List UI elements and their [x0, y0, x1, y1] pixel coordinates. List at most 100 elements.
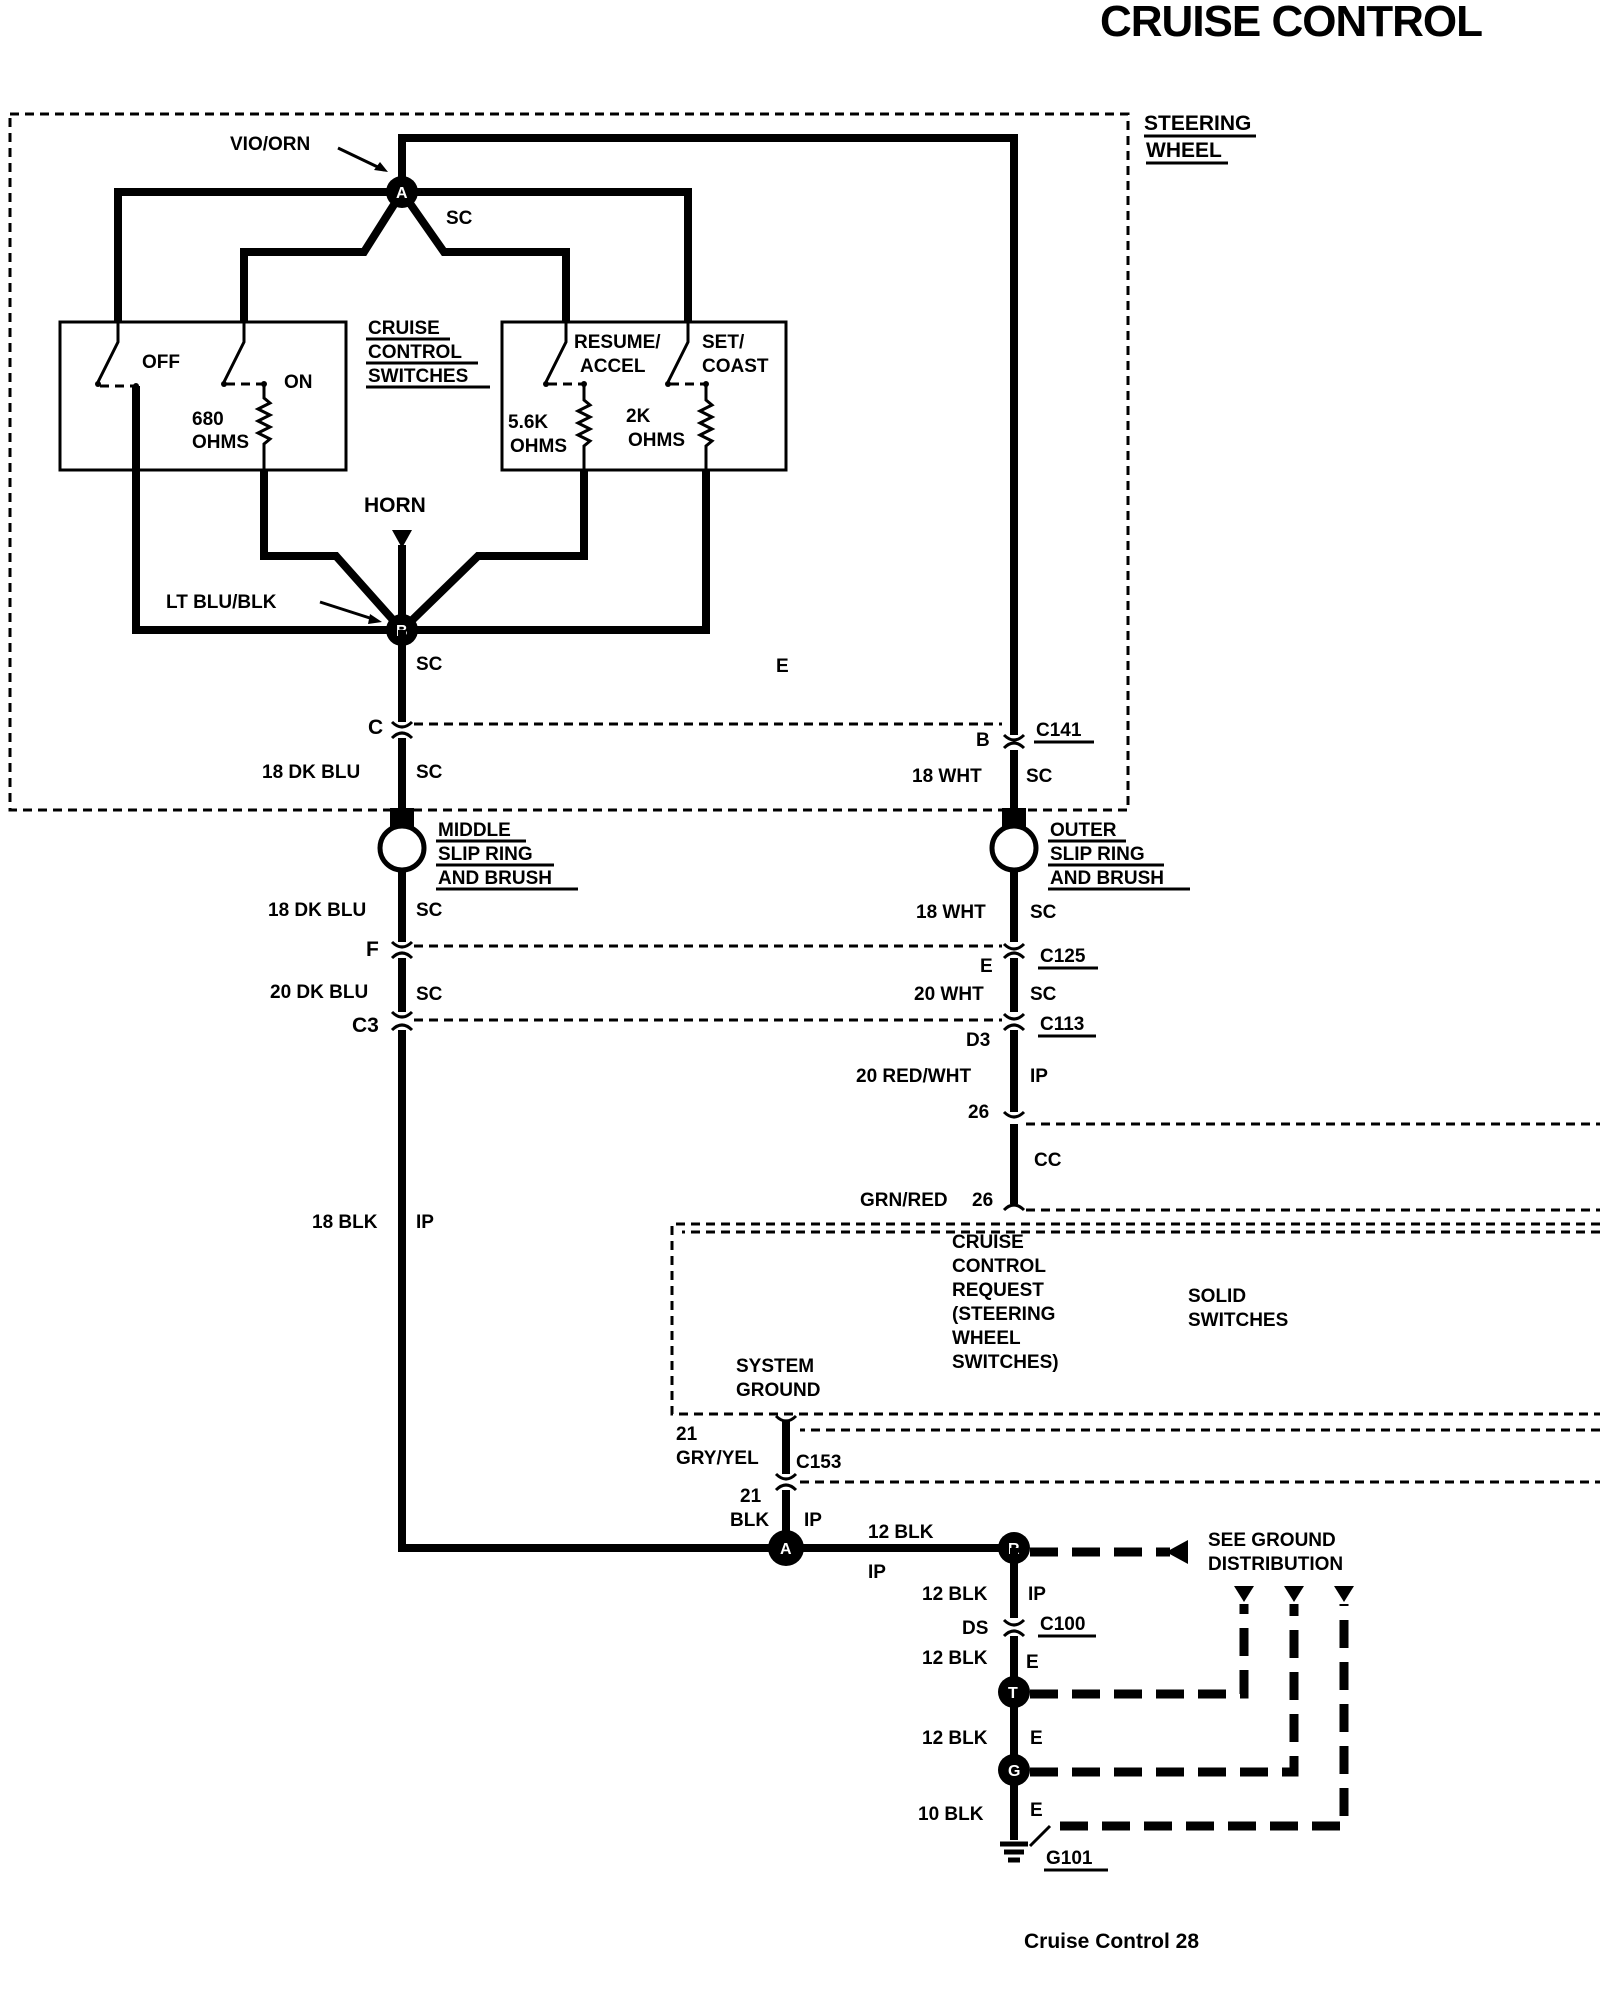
- wire-sc-label: SC: [416, 984, 443, 1005]
- connector-c-label: C: [368, 716, 383, 739]
- switch-set-contact: [665, 381, 671, 387]
- module-request-6: SWITCHES): [952, 1352, 1059, 1373]
- ground-arrow-icon: [1284, 1586, 1304, 1602]
- module-request-2: CONTROL: [952, 1256, 1046, 1277]
- resistor-5-6k-label-2: OHMS: [510, 436, 567, 457]
- wire-18-blk-label: 18 BLK: [312, 1212, 378, 1233]
- cruise-switches-label-2: CONTROL: [368, 342, 462, 363]
- wire-sc-label: SC: [416, 654, 443, 675]
- ground-dist-e: [1060, 1604, 1349, 1831]
- svg-text:G: G: [1008, 1763, 1020, 1780]
- steering-wheel-boundary: [8, 112, 1130, 812]
- cruise-switches-label-1: CRUISE: [368, 318, 440, 339]
- wire-blk21-num: 21: [740, 1486, 762, 1507]
- middle-slip-ring-label-2: SLIP RING: [438, 844, 533, 865]
- ground-dist-e-lead: [1028, 1824, 1052, 1848]
- wire-a-right-inner: [398, 189, 570, 322]
- wire-20-wht-label: 20 WHT: [914, 984, 984, 1005]
- cruise-switches-label-3: SWITCHES: [368, 366, 468, 387]
- wire-cc-label: CC: [1034, 1150, 1062, 1171]
- wire-sc-label: SC: [1030, 902, 1057, 923]
- connector-26-mark: [1002, 1110, 1026, 1119]
- wire-12-blk-label: 12 BLK: [922, 1584, 988, 1605]
- switch-box-right: [500, 320, 788, 472]
- connector-c3-mark: [390, 1010, 414, 1032]
- switch-resume-label-1: RESUME/: [574, 332, 661, 353]
- resistor-2k-label-2: OHMS: [628, 430, 685, 451]
- wire-12-blk-label: 12 BLK: [868, 1522, 934, 1543]
- outer-slip-ring-label-3: AND BRUSH: [1050, 868, 1164, 889]
- wire-18-wht-label: 18 WHT: [912, 766, 982, 787]
- connector-d3-mark: [1002, 1012, 1026, 1032]
- node-a-top: A: [386, 176, 418, 208]
- wire-gry-yel-num: 21: [676, 1424, 698, 1445]
- connector-c3-label: C3: [352, 1014, 379, 1037]
- switch-box-left: [58, 320, 348, 472]
- wire-a-left-outer: [114, 188, 402, 322]
- connector-c-mark: [390, 720, 414, 740]
- wire-a-left-inner: [240, 189, 406, 322]
- wire-20-red-wht-label: 20 RED/WHT: [856, 1066, 971, 1087]
- wire-vio-orn-outer: [398, 134, 1018, 735]
- connector-pin26b-label: 26: [972, 1190, 993, 1211]
- module-request-4: (STEERING: [952, 1304, 1055, 1325]
- steering-wheel-label-2: WHEEL: [1146, 139, 1222, 162]
- switch-on-label: ON: [284, 372, 313, 393]
- wire-18-dk-blu-label: 18 DK BLU: [262, 762, 360, 783]
- page-title: CRUISE CONTROL: [1100, 0, 1482, 46]
- arrow-head: [374, 162, 388, 172]
- connector-f-label: F: [366, 938, 379, 961]
- wire-e-label: E: [1030, 1800, 1043, 1821]
- module-solid-1: SOLID: [1188, 1286, 1246, 1307]
- wire-sc-label: SC: [1030, 984, 1057, 1005]
- wire-10-blk-label: 10 BLK: [918, 1804, 984, 1825]
- switch-set-blade: [666, 322, 690, 383]
- switch-on-blade: [222, 322, 246, 383]
- wire-e-label: E: [1030, 1728, 1043, 1749]
- see-ground-label-1: SEE GROUND: [1208, 1530, 1336, 1551]
- resistor-5-6k-label-1: 5.6K: [508, 412, 548, 433]
- wire-56k-to-b: [399, 470, 588, 633]
- middle-slip-ring-label-1: MIDDLE: [438, 820, 511, 841]
- connector-c153-label: C153: [796, 1452, 841, 1473]
- wire-20-dk-blu-label: 20 DK BLU: [270, 982, 368, 1003]
- arrow-head: [368, 614, 382, 624]
- module-request-5: WHEEL: [952, 1328, 1021, 1349]
- wire-sc-label: SC: [416, 900, 443, 921]
- wire-lt-blu-blk-label: LT BLU/BLK: [166, 592, 277, 613]
- connector-e-label: E: [980, 956, 993, 977]
- wire-left-trunk-5: [398, 1030, 782, 1552]
- wire-grn-red-label: GRN/RED: [860, 1190, 948, 1211]
- wire-ip-label: IP: [1030, 1066, 1048, 1087]
- middle-slip-ring-label-3: AND BRUSH: [438, 868, 552, 889]
- switch-resume-contact: [543, 381, 549, 387]
- connector-b-label: B: [976, 730, 990, 751]
- wire-gry-yel-label: GRY/YEL: [676, 1448, 759, 1469]
- resistor-680-label-2: OHMS: [192, 432, 249, 453]
- wire-680-to-b: [260, 470, 405, 633]
- ground-dist-t: [1030, 1604, 1249, 1699]
- connector-c100-label: C100: [1040, 1614, 1085, 1635]
- svg-text:A: A: [396, 185, 408, 202]
- connector-pin26a-label: 26: [968, 1102, 989, 1123]
- wire-ip-label: IP: [1028, 1584, 1046, 1605]
- wire-18-wht-label-2: 18 WHT: [916, 902, 986, 923]
- ground-g101-icon: [1000, 1841, 1028, 1863]
- connector-c153-mark: [774, 1472, 798, 1492]
- wire-sc-label: SC: [446, 208, 473, 229]
- svg-text:T: T: [1008, 1685, 1018, 1702]
- resistor-680: [254, 384, 274, 470]
- resistor-2k-label-1: 2K: [626, 406, 651, 427]
- connector-b-mark: [1002, 733, 1026, 750]
- switch-on-contact: [221, 381, 227, 387]
- module-request-3: REQUEST: [952, 1280, 1044, 1301]
- connector-c141-label: C141: [1036, 720, 1082, 741]
- resistor-2k: [696, 384, 716, 470]
- steering-wheel-label-1: STEERING: [1144, 112, 1251, 135]
- switch-off-label: OFF: [142, 352, 180, 373]
- ground-dist-g: [1030, 1604, 1299, 1777]
- connector-f-mark: [390, 940, 414, 960]
- connector-d3-label: D3: [966, 1030, 990, 1051]
- horn-label: HORN: [364, 494, 426, 517]
